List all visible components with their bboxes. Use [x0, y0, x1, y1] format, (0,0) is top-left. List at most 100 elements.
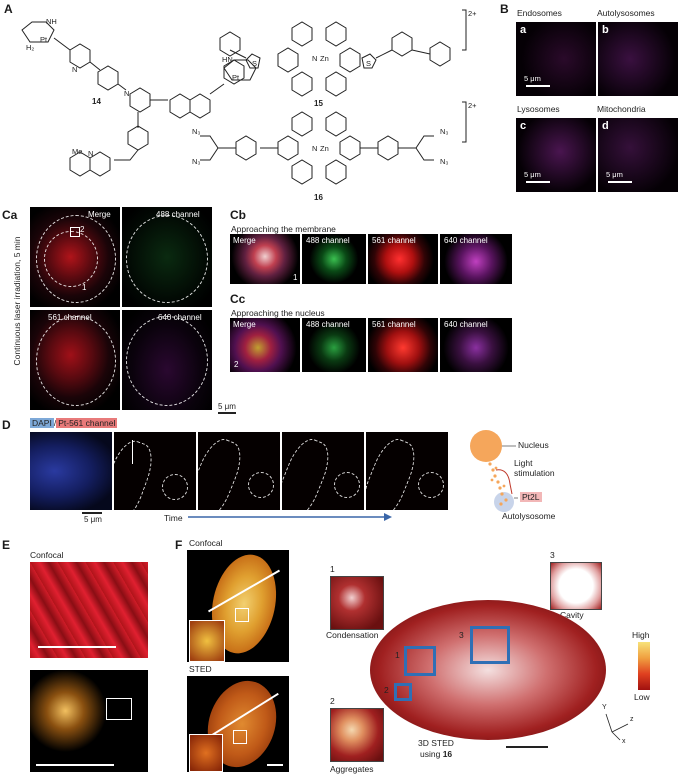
- d-frame-0: [30, 432, 112, 510]
- svg-text:N: N: [124, 89, 129, 98]
- f-inset2-num: 2: [330, 696, 335, 706]
- d-frame-3: [282, 432, 364, 510]
- d-schem-autolysosome: Autolysosome: [502, 511, 556, 521]
- f-confocal: [187, 550, 289, 662]
- f-box-3: [470, 626, 510, 664]
- d-frame-2: [198, 432, 280, 510]
- d-time-arrow: [188, 513, 392, 521]
- svg-text:15: 15: [314, 99, 323, 108]
- cc-640: 640 channel: [440, 318, 512, 372]
- svg-text:N: N: [312, 144, 317, 153]
- panel-label-f: F: [175, 538, 183, 552]
- panel-label-cb: Cb: [230, 208, 246, 222]
- label-autolysosomes: Autolysosomes: [597, 8, 655, 18]
- f-axes: [605, 713, 629, 741]
- d-scalebar-label: 5 μm: [84, 515, 102, 524]
- f-confocal-label: Confocal: [189, 538, 223, 548]
- label-mitochondria: Mitochondria: [597, 104, 646, 114]
- f-box-1: [404, 646, 436, 676]
- label-lysosomes: Lysosomes: [517, 104, 560, 114]
- svg-text:N: N: [72, 65, 77, 74]
- f-inset2-aggregates: [330, 708, 384, 762]
- panel-label-e: E: [2, 538, 11, 552]
- svg-text:Zn: Zn: [320, 54, 329, 63]
- d-frame-1: [114, 432, 196, 510]
- f-3d-scalebar: [506, 746, 548, 748]
- micrograph-lysosomes: c 5 μm: [516, 118, 596, 192]
- svg-text:Me: Me: [72, 147, 82, 156]
- d-legend-pt: Pt-561 channel: [56, 418, 118, 428]
- svg-text:N₃: N₃: [440, 157, 448, 166]
- d-frame-4: [366, 432, 448, 510]
- f-colorbar: [638, 642, 650, 690]
- d-legend: DAPI/Pt-561 channel: [30, 418, 118, 428]
- f-3d-using: using 16: [420, 749, 453, 759]
- svg-text:2+: 2+: [468, 101, 477, 110]
- svg-text:N₃: N₃: [192, 127, 200, 136]
- ca-side-label: Continuous laser irradiation, 5 min: [12, 236, 22, 366]
- cb-merge: Merge 1: [230, 234, 300, 284]
- f-label-aggregates: Aggregates: [330, 764, 374, 774]
- ca-merge: 2 1 Merge: [30, 207, 120, 307]
- d-schem-pt2l: Pt2L: [520, 492, 542, 502]
- ca-640: 640 channel: [122, 310, 212, 410]
- f-3d-compound: 16: [442, 749, 453, 759]
- f-colorbar-low: Low: [634, 692, 650, 702]
- f-label-cavity: Cavity: [560, 610, 584, 620]
- panel-label-ca: Ca: [2, 208, 18, 222]
- micrograph-endosomes: a 5 μm: [516, 22, 596, 96]
- f-axis-z: z: [630, 716, 634, 723]
- ca-561: 561 channel: [30, 310, 120, 410]
- d-schematic: [470, 430, 518, 512]
- chemical-structures: NH H₂ Pt N N HN Pt N Me N Zn S S N Zn N₃…: [21, 9, 477, 202]
- svg-text:N: N: [88, 149, 93, 158]
- svg-text:N: N: [312, 54, 317, 63]
- svg-text:16: 16: [314, 193, 323, 202]
- e-confocal: [30, 562, 148, 658]
- svg-text:S: S: [252, 59, 257, 68]
- svg-text:14: 14: [92, 97, 101, 106]
- f-sted: [187, 676, 289, 772]
- micrograph-autolysosomes: b: [598, 22, 678, 96]
- f-box-1-num: 1: [395, 650, 400, 660]
- f-box-2-num: 2: [384, 685, 389, 695]
- svg-text:H₂: H₂: [26, 43, 34, 52]
- panel-label-cc: Cc: [230, 292, 246, 306]
- ca-488: 488 channel: [122, 207, 212, 307]
- f-sted-label: STED: [189, 664, 212, 674]
- cb-561: 561 channel: [368, 234, 438, 284]
- cc-merge: Merge 2: [230, 318, 300, 372]
- svg-text:NH: NH: [46, 17, 57, 26]
- d-schem-light: Light stimulation: [514, 458, 555, 478]
- svg-text:N₃: N₃: [440, 127, 448, 136]
- svg-text:Pt: Pt: [40, 35, 48, 44]
- d-legend-dapi: DAPI: [30, 418, 54, 428]
- e-sted: [30, 670, 148, 772]
- d-scalebar: [82, 512, 102, 514]
- f-axis-y: Y: [602, 704, 607, 711]
- cc-title: Approaching the nucleus: [231, 308, 325, 318]
- f-3d-title: 3D STED: [418, 738, 454, 748]
- cc-488: 488 channel: [302, 318, 366, 372]
- cb-488: 488 channel: [302, 234, 366, 284]
- panel-label-d: D: [2, 418, 11, 432]
- e-confocal-label: Confocal: [30, 550, 64, 560]
- d-schem-nucleus: Nucleus: [518, 440, 549, 450]
- f-axis-x: x: [622, 738, 626, 745]
- f-inset1-num: 1: [330, 564, 335, 574]
- ca-scalebar: [218, 412, 236, 414]
- f-inset3-cavity: [550, 562, 602, 610]
- label-endosomes: Endosomes: [517, 8, 562, 18]
- f-inset3-num: 3: [550, 550, 555, 560]
- f-inset1-condensation: [330, 576, 384, 630]
- f-box-2: [394, 683, 412, 701]
- svg-text:Pt: Pt: [232, 73, 240, 82]
- svg-text:S: S: [366, 59, 371, 68]
- svg-text:N₃: N₃: [192, 157, 200, 166]
- svg-text:HN: HN: [222, 55, 233, 64]
- cc-561: 561 channel: [368, 318, 438, 372]
- panel-label-a: A: [4, 2, 13, 16]
- f-box-3-num: 3: [459, 630, 464, 640]
- cb-640: 640 channel: [440, 234, 512, 284]
- d-time-label: Time: [164, 513, 183, 523]
